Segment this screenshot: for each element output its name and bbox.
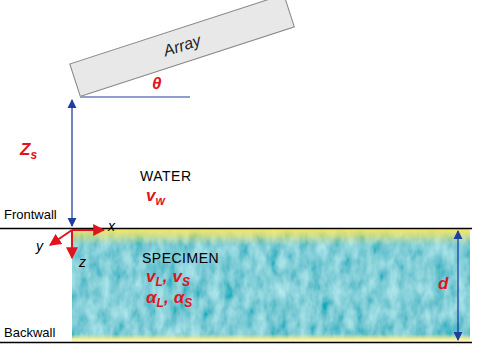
velocity-label: vL,vS (146, 267, 190, 289)
symbol-text: Backwall (4, 325, 55, 340)
symbol-text: , (164, 288, 169, 307)
backwall-line (0, 342, 472, 344)
axis-label: z (79, 254, 86, 270)
symbol-text: θ (152, 74, 161, 93)
axes (50, 230, 104, 258)
angle-reference (80, 96, 190, 97)
axis-label: y (36, 238, 43, 254)
symbol-text: α (146, 288, 157, 307)
symbol-text: , (163, 267, 168, 286)
wall-label: Frontwall (4, 207, 57, 222)
node-label: Array (161, 31, 203, 60)
specimen (72, 229, 470, 343)
symbol-text: v (146, 267, 155, 286)
subscript: L (157, 296, 164, 310)
array-box: Array (69, 0, 295, 97)
subscript: L (155, 275, 162, 289)
wall-label: Backwall (4, 325, 55, 340)
symbol-text: x (108, 218, 115, 234)
symbol-text: WATER (140, 168, 192, 184)
subscript: S (184, 296, 192, 310)
symbol-text: v (146, 186, 155, 205)
medium-label: SPECIMEN (142, 250, 219, 266)
symbol-text: Frontwall (4, 207, 57, 222)
symbol-text: d (438, 274, 448, 293)
symbol-text: Z (20, 140, 30, 159)
symbol-text: α (174, 288, 185, 307)
velocity-label: vw (146, 186, 165, 208)
thickness-label: d (438, 274, 448, 294)
angle-label: θ (152, 74, 161, 94)
symbol-text: y (36, 238, 43, 254)
medium-label: WATER (140, 168, 192, 184)
standoff-arrow (71, 100, 72, 226)
frontwall-line (0, 228, 472, 230)
subscript: w (155, 194, 164, 208)
standoff-label: Zs (20, 140, 37, 162)
thickness-arrow (457, 231, 458, 340)
symbol-text: v (173, 267, 182, 286)
symbol-text: SPECIMEN (142, 250, 219, 266)
subscript: s (30, 148, 37, 162)
attenuation-label: αL,αS (146, 288, 192, 310)
subscript: S (182, 275, 190, 289)
axis-label: x (108, 218, 115, 234)
symbol-text: z (79, 254, 86, 270)
